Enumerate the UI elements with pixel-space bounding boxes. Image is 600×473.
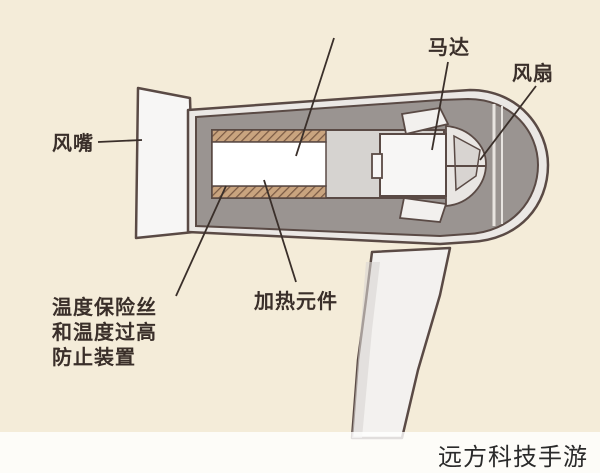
dryer-nozzle xyxy=(134,86,196,240)
label-fan: 风扇 xyxy=(512,61,554,85)
heating-element-core xyxy=(211,141,327,187)
motor-body xyxy=(379,133,447,197)
label-fuse-line-2: 和温度过高 xyxy=(52,320,157,344)
motor-front-cap xyxy=(371,153,383,179)
watermark-band xyxy=(0,432,600,473)
heating-coil-top xyxy=(211,129,327,143)
label-motor: 马达 xyxy=(428,35,470,59)
label-heater: 加热元件 xyxy=(253,289,338,313)
label-fuse-line-3: 防止装置 xyxy=(52,345,136,369)
watermark-text: 远方科技手游 xyxy=(438,443,588,471)
fan-hub-blade xyxy=(453,134,481,192)
leader-fuse xyxy=(175,185,227,297)
leader-nozzle xyxy=(97,139,143,143)
label-fuse-line-1: 温度保险丝 xyxy=(52,295,157,319)
leader-fan xyxy=(479,85,537,161)
fan-blade-top xyxy=(400,107,450,136)
fan-blade-bottom xyxy=(398,196,448,223)
leader-motor xyxy=(431,61,449,151)
leader-heater xyxy=(263,179,297,283)
handle-shade xyxy=(352,262,380,438)
leader-top xyxy=(295,37,335,157)
label-nozzle: 风嘴 xyxy=(52,131,94,155)
